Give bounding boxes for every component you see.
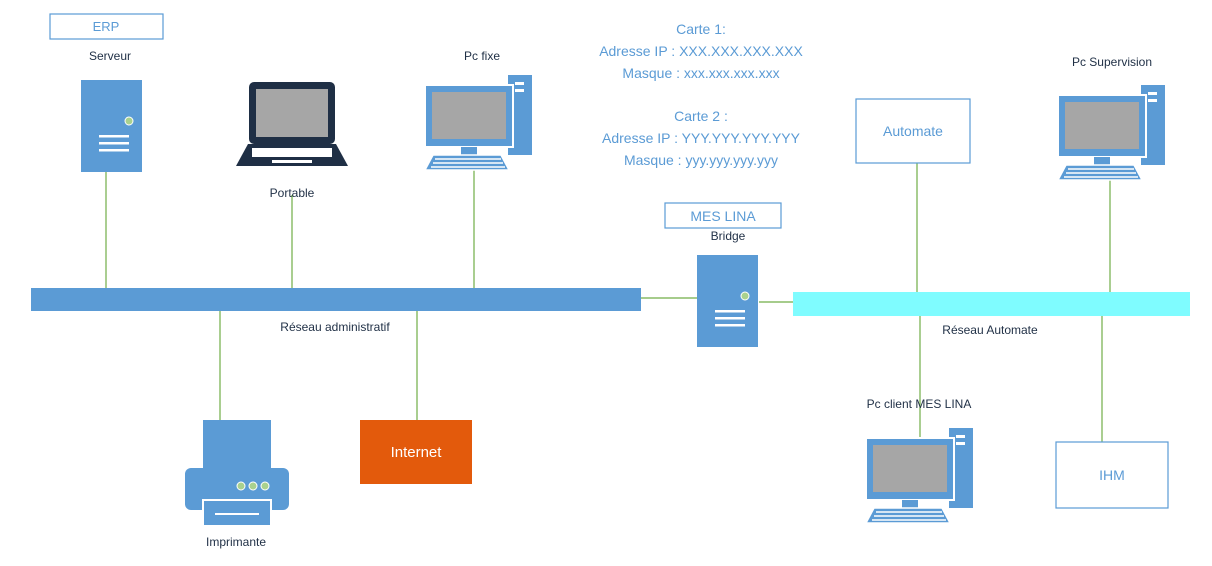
carte1-title: Carte 1: bbox=[676, 21, 726, 37]
automate-box bbox=[855, 98, 971, 164]
link-lines bbox=[105, 163, 1111, 442]
pc-client-label: Pc client MES LINA bbox=[867, 397, 972, 411]
pc-supervision-icon bbox=[1057, 84, 1166, 181]
mes-lina-box bbox=[664, 202, 782, 229]
mes-lina-label: MES LINA bbox=[690, 208, 756, 224]
carte1-mask: Masque : xxx.xxx.xxx.xxx bbox=[622, 65, 779, 81]
internet-box bbox=[360, 420, 472, 484]
pc-fixe-label: Pc fixe bbox=[464, 49, 500, 63]
printer-icon bbox=[184, 419, 290, 527]
server-icon bbox=[80, 79, 143, 173]
reseau-automate-bar bbox=[793, 292, 1190, 316]
serveur-label: Serveur bbox=[89, 49, 131, 63]
bridge-label: Bridge bbox=[711, 229, 746, 243]
laptop-icon bbox=[236, 82, 348, 166]
reseau-administratif-bar bbox=[31, 288, 641, 311]
portable-label: Portable bbox=[270, 186, 315, 200]
reseau-automate-label: Réseau Automate bbox=[942, 323, 1038, 337]
pc-client-icon bbox=[865, 427, 974, 524]
pc-supervision-label: Pc Supervision bbox=[1072, 55, 1152, 69]
erp-box bbox=[49, 13, 164, 40]
ihm-label: IHM bbox=[1099, 467, 1125, 483]
carte1-ip: Adresse IP : XXX.XXX.XXX.XXX bbox=[599, 43, 803, 59]
reseau-admin-label: Réseau administratif bbox=[280, 320, 390, 334]
erp-label: ERP bbox=[93, 19, 120, 34]
ihm-box bbox=[1055, 441, 1169, 509]
desktop-pc-icon bbox=[424, 74, 533, 171]
carte2-title: Carte 2 : bbox=[674, 108, 728, 124]
internet-label: Internet bbox=[391, 444, 443, 461]
automate-label: Automate bbox=[883, 123, 943, 139]
imprimante-label: Imprimante bbox=[206, 535, 266, 549]
bridge-server-icon bbox=[696, 254, 759, 348]
carte2-ip: Adresse IP : YYY.YYY.YYY.YYY bbox=[602, 130, 801, 146]
carte2-mask: Masque : yyy.yyy.yyy.yyy bbox=[624, 152, 778, 168]
